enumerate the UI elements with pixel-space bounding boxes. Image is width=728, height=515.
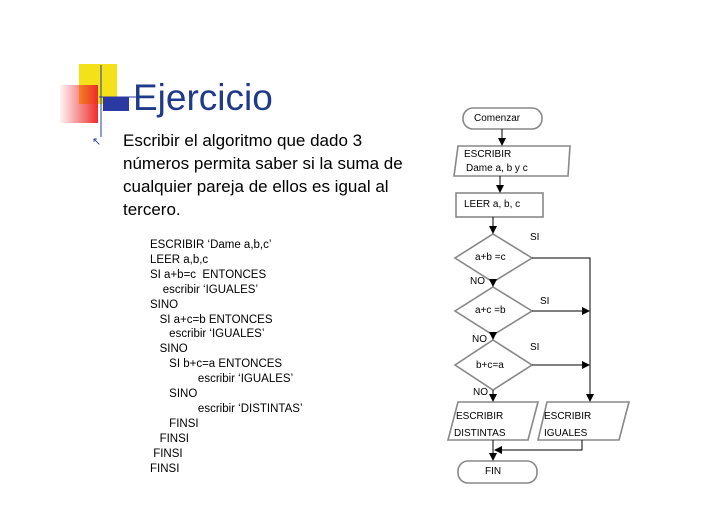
end-label: FIN [485, 466, 502, 477]
slide-description: Escribir el algoritmo que dado 3 números… [123, 131, 403, 219]
output-iguales [536, 401, 631, 441]
blue-square [103, 97, 129, 111]
write-prompt-label-2: Dame a, b y c [466, 163, 528, 174]
connector-iguales-end [494, 440, 583, 454]
no-label-3: NO [473, 387, 488, 398]
arrow-icon: ↖ [92, 136, 102, 148]
end-terminal [457, 460, 538, 484]
cond2-label: a+c =b [475, 305, 506, 316]
out-distintas-label-2: DISTINTAS [454, 428, 506, 439]
start-label: Comenzar [474, 113, 521, 124]
no-label-1: NO [470, 276, 485, 287]
write-prompt-parallelogram [453, 145, 571, 177]
out-iguales-label-1: ESCRIBIR [544, 411, 592, 422]
yes-label-3: SI [530, 342, 540, 353]
slide-title: Ejercicio [133, 77, 273, 118]
connector-cond1-iguales [532, 257, 594, 402]
cond1-label: a+b =c [475, 252, 506, 263]
pseudocode-block: ESCRIBIR ‘Dame a,b,c’ LEER a,b,c SI a+b=… [150, 239, 303, 475]
out-iguales-label-2: IGUALES [544, 428, 588, 439]
logo-squares [60, 64, 143, 137]
read-label: LEER a, b, c [464, 199, 521, 210]
write-prompt-label-1: ESCRIBIR [464, 149, 512, 160]
yes-label-1: SI [530, 232, 540, 243]
output-distintas [446, 401, 540, 441]
no-label-2: NO [472, 334, 487, 345]
yes-label-2: SI [540, 296, 550, 307]
red-square [60, 85, 98, 123]
out-distintas-label-1: ESCRIBIR [456, 411, 504, 422]
cond3-label: b+c=a [476, 360, 504, 371]
read-process [455, 192, 544, 218]
